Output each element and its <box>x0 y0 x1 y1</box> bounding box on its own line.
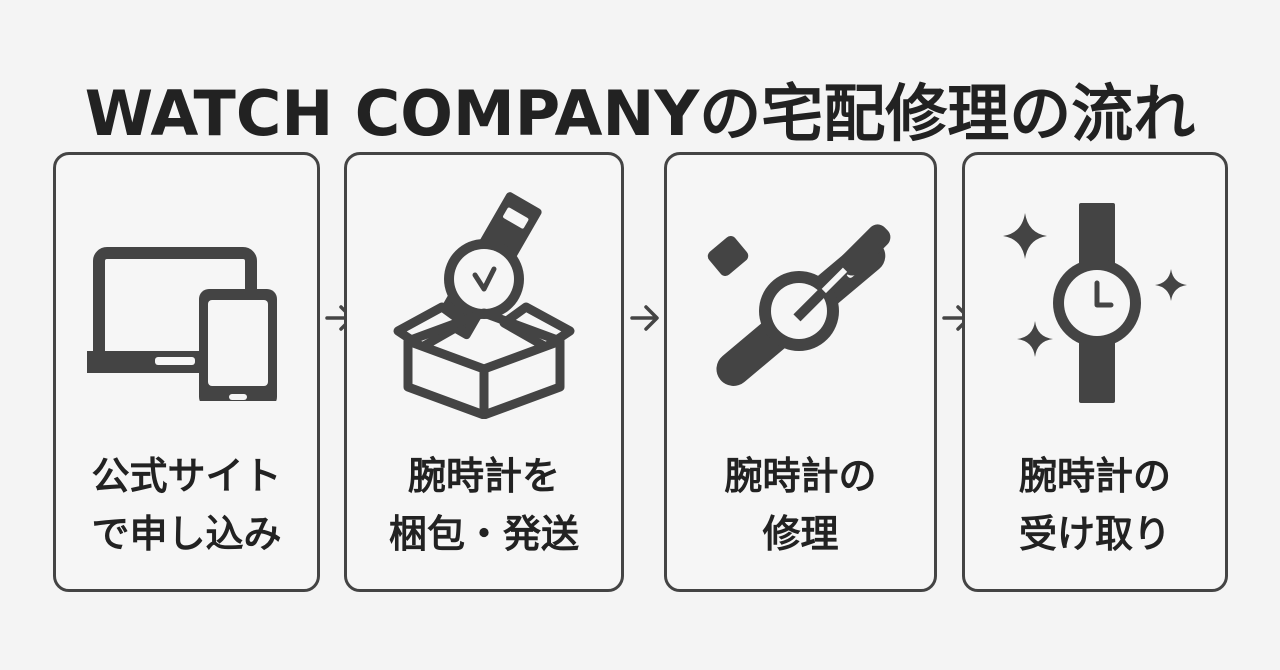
step-label-line1: 腕時計の <box>724 454 877 498</box>
arrow-right-icon <box>630 305 659 331</box>
step-label-line2: 受け取り <box>1018 512 1171 556</box>
step-label: 腕時計の 受け取り <box>965 447 1225 563</box>
step-label: 腕時計の 修理 <box>667 447 934 563</box>
step-label-line1: 腕時計を <box>407 454 560 498</box>
page-title: WATCH COMPANYの宅配修理の流れ <box>84 77 1196 150</box>
watch-screwdriver-icon <box>667 179 934 429</box>
step-card-3: 腕時計の 修理 <box>664 152 937 592</box>
laptop-smartphone-icon <box>56 179 317 429</box>
step-label-line2: 修理 <box>762 512 839 556</box>
step-card-1: 公式サイト で申し込み <box>53 152 320 592</box>
step-label-line2: 梱包・発送 <box>388 512 579 556</box>
step-label-line1: 腕時計の <box>1018 454 1171 498</box>
watch-in-box-icon <box>347 179 621 429</box>
sparkling-watch-icon <box>965 179 1225 429</box>
step-label-line1: 公式サイト <box>91 454 282 498</box>
step-label: 公式サイト で申し込み <box>56 447 317 563</box>
step-label-line2: で申し込み <box>91 512 282 556</box>
step-card-4: 腕時計の 受け取り <box>962 152 1228 592</box>
step-label: 腕時計を 梱包・発送 <box>347 447 621 563</box>
step-card-2: 腕時計を 梱包・発送 <box>344 152 624 592</box>
